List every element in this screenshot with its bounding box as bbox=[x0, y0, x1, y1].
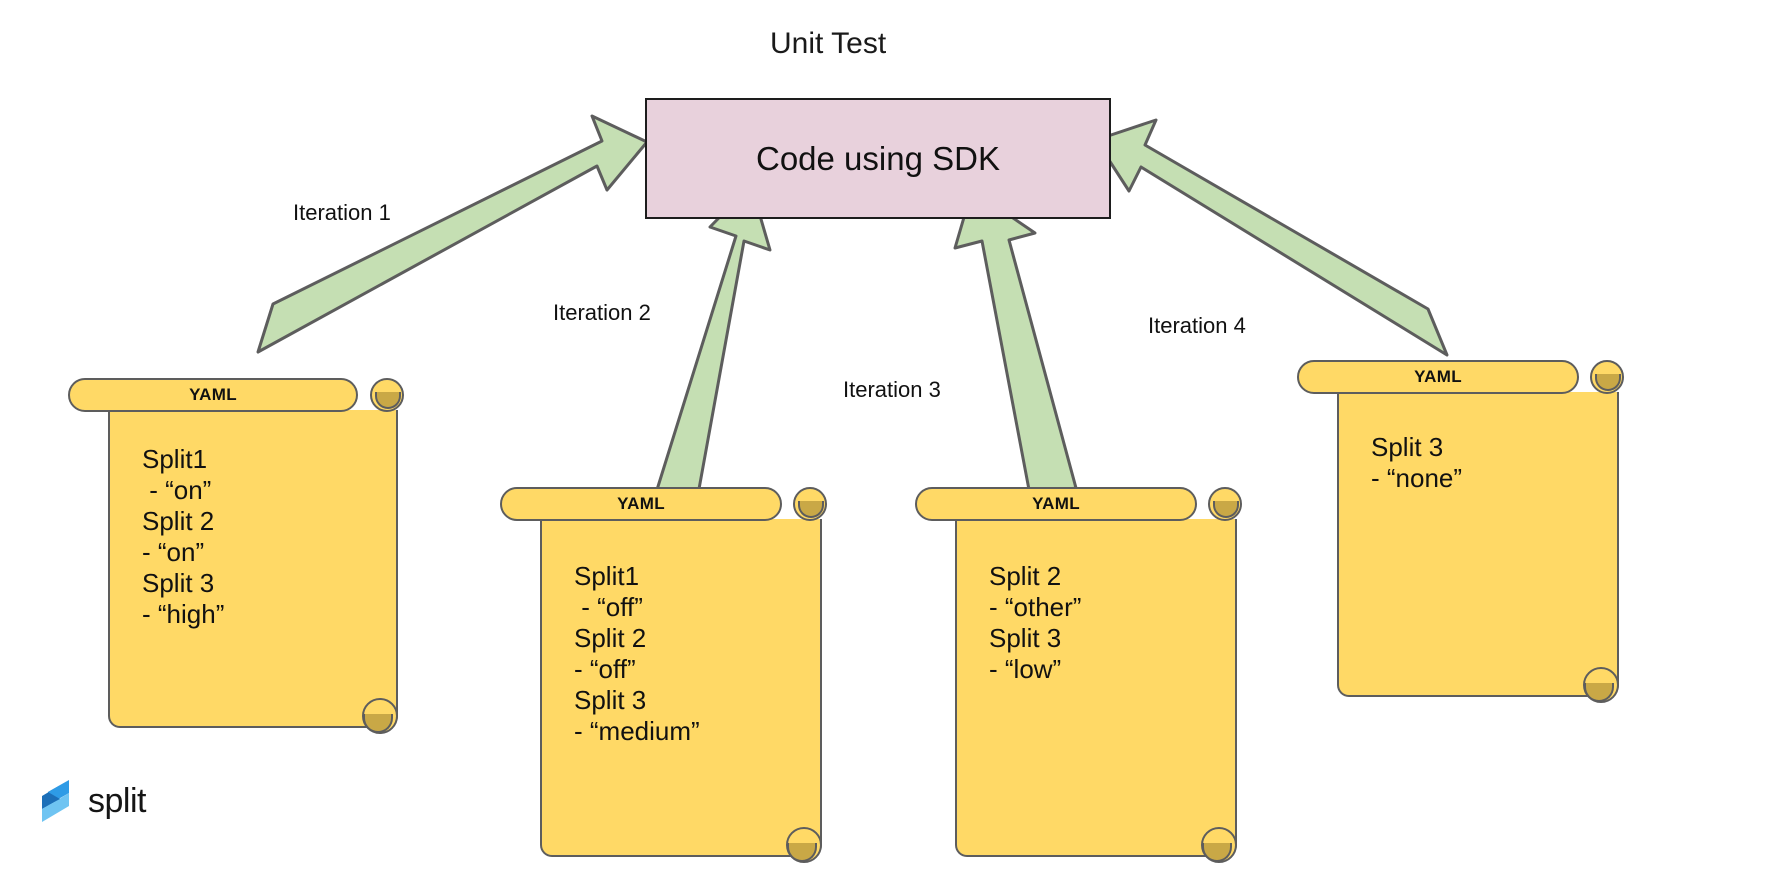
scroll-curl-top-2 bbox=[793, 487, 827, 521]
arrow-iteration-2 bbox=[649, 183, 772, 511]
yaml-header-label-2: YAML bbox=[617, 494, 665, 513]
scroll-curl-top-1 bbox=[370, 378, 404, 412]
code-using-sdk-box[interactable]: Code using SDK bbox=[645, 98, 1111, 219]
scroll-curl-top-4 bbox=[1590, 360, 1624, 394]
yaml-header-bar-4: YAML bbox=[1297, 360, 1579, 394]
page-title: Unit Test bbox=[770, 27, 887, 60]
iteration-2-label: Iteration 2 bbox=[553, 300, 651, 325]
yaml-body-3 bbox=[955, 519, 1237, 857]
yaml-body-4 bbox=[1337, 392, 1619, 697]
yaml-body-2 bbox=[540, 519, 822, 857]
yaml-content-1: Split1 - “on” Split 2 - “on” Split 3 - “… bbox=[142, 444, 225, 629]
yaml-content-4: Split 3 - “none” bbox=[1371, 432, 1463, 493]
code-using-sdk-label: Code using SDK bbox=[756, 139, 1000, 177]
scroll-curl-bottom-1 bbox=[362, 698, 398, 734]
yaml-document-4[interactable]: YAML Split 3 - “none” bbox=[1297, 360, 1624, 740]
yaml-header-label-4: YAML bbox=[1414, 367, 1462, 386]
scroll-curl-top-3 bbox=[1208, 487, 1242, 521]
iteration-4-label: Iteration 4 bbox=[1148, 313, 1246, 338]
yaml-header-bar-3: YAML bbox=[915, 487, 1197, 521]
split-logo: split bbox=[38, 778, 146, 824]
iteration-1-label: Iteration 1 bbox=[293, 200, 391, 225]
yaml-document-1[interactable]: YAML Split1 - “on” Split 2 - “on” Split … bbox=[68, 378, 404, 748]
yaml-header-label-3: YAML bbox=[1032, 494, 1080, 513]
yaml-header-label-1: YAML bbox=[189, 385, 237, 404]
split-logo-icon bbox=[42, 780, 69, 822]
arrow-iteration-3 bbox=[953, 188, 1078, 497]
split-wordmark: split bbox=[88, 781, 146, 820]
yaml-header-bar-1: YAML bbox=[68, 378, 358, 412]
yaml-header-bar-2: YAML bbox=[500, 487, 782, 521]
yaml-document-2[interactable]: YAML Split1 - “off” Split 2 - “off” Spli… bbox=[500, 487, 827, 877]
scroll-curl-bottom-3 bbox=[1201, 827, 1237, 863]
scroll-curl-bottom-2 bbox=[786, 827, 822, 863]
yaml-document-3[interactable]: YAML Split 2 - “other” Split 3 - “low” bbox=[915, 487, 1242, 877]
scroll-curl-bottom-4 bbox=[1583, 667, 1619, 703]
yaml-content-2: Split1 - “off” Split 2 - “off” Split 3 -… bbox=[574, 561, 700, 746]
iteration-3-label: Iteration 3 bbox=[843, 377, 941, 402]
yaml-content-3: Split 2 - “other” Split 3 - “low” bbox=[989, 561, 1082, 684]
yaml-body-1 bbox=[108, 410, 398, 728]
